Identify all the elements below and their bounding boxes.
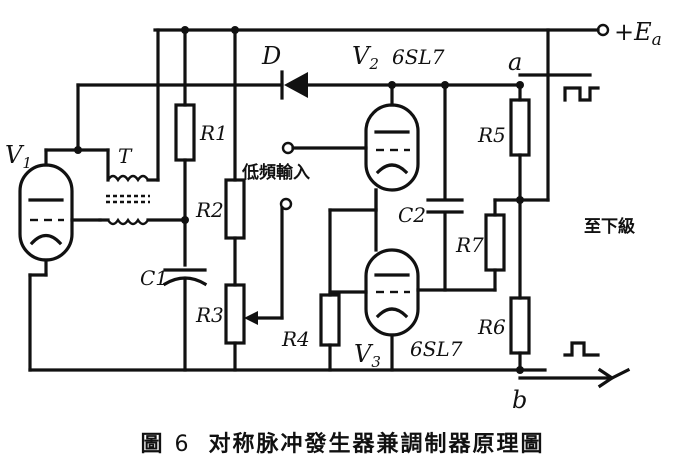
tube-v1 <box>18 163 74 262</box>
resistor-r4 <box>319 293 341 347</box>
tube-v1-label: V1 <box>5 141 32 172</box>
tube-v3 <box>364 248 420 337</box>
node-a-label: a <box>508 48 522 76</box>
tube-v2-label: V2 <box>352 42 379 73</box>
potentiometer-r3-label: R3 <box>195 303 224 327</box>
resistor-r2 <box>224 178 246 240</box>
caption-prefix: 圖 <box>140 432 165 457</box>
resistor-r7-label: R7 <box>455 233 484 257</box>
resistor-r1-label: R1 <box>199 121 228 145</box>
low-freq-input-label: 低頻輸入 <box>241 162 310 183</box>
node-b-label: b <box>512 386 527 414</box>
tube-v3-type: 6SL7 <box>410 337 463 361</box>
output-pulse-bottom <box>518 341 631 389</box>
tube-v2-type: 6SL7 <box>392 45 445 69</box>
resistor-r6 <box>509 296 531 355</box>
resistor-r4-label: R4 <box>281 327 310 351</box>
resistor-r6-label: R6 <box>477 315 506 339</box>
transformer-t <box>106 174 150 226</box>
capacitor-c1 <box>162 276 208 287</box>
resistor-r5 <box>509 98 531 157</box>
supply-rail <box>153 23 610 37</box>
potentiometer-r3 <box>224 283 246 345</box>
resistor-r2-label: R2 <box>195 198 224 222</box>
transformer-label: T <box>118 144 133 168</box>
diode-d <box>280 70 308 100</box>
caption-text: 对称脉冲發生器兼調制器原理圖 <box>208 432 545 457</box>
capacitor-c2-label: C2 <box>398 203 426 227</box>
tube-v2 <box>364 103 420 192</box>
diode-label: D <box>261 42 281 70</box>
tube-v3-label: V3 <box>354 340 381 371</box>
resistor-r1 <box>174 103 196 162</box>
resistor-r7 <box>484 213 506 272</box>
resistor-r5-label: R5 <box>477 123 506 147</box>
capacitor-c1-label: C1 <box>140 266 168 290</box>
output-pulse-top <box>518 73 600 102</box>
supply-label: +Ea <box>614 18 662 50</box>
caption-number: 6 <box>174 432 191 457</box>
to-next-stage-label: 至下級 <box>584 216 635 237</box>
